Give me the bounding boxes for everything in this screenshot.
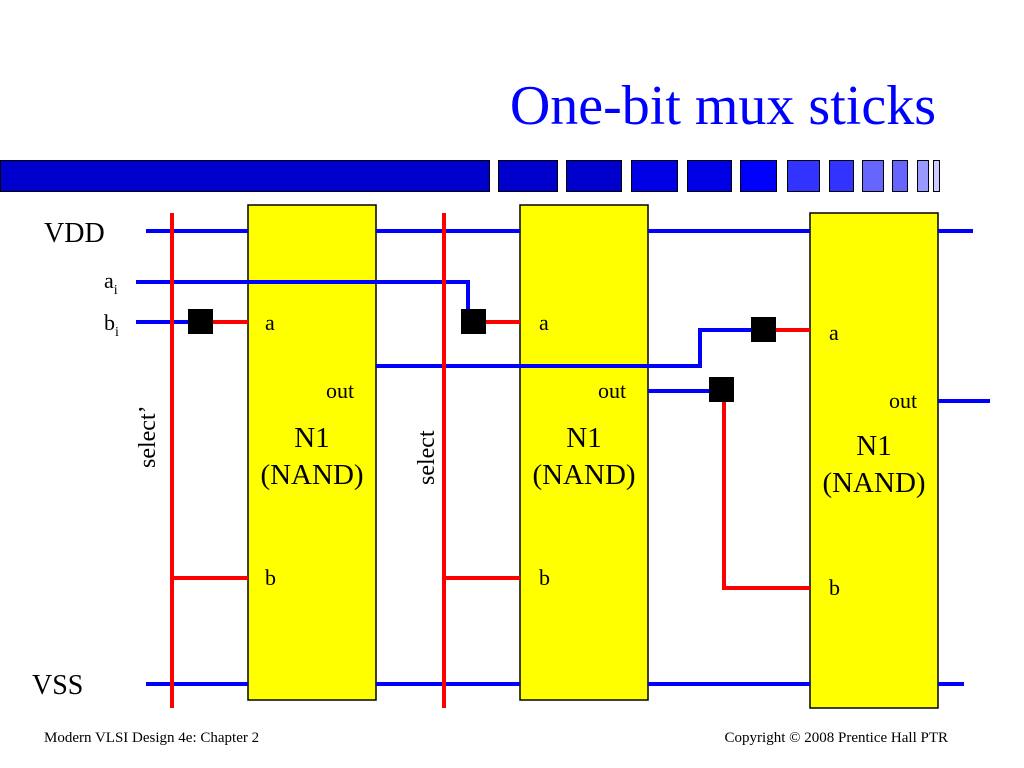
cell-1-pin-a: a	[265, 310, 275, 335]
cell-3-pin-a: a	[829, 320, 839, 345]
input-b-label: bi	[104, 310, 119, 340]
cell-body-2	[519, 204, 649, 701]
cell-2-pin-a: a	[539, 310, 549, 335]
input-a-base: a	[104, 268, 114, 293]
title-bar-segment	[566, 160, 622, 192]
cell-1-name: N1	[294, 422, 329, 454]
cell-1-type: (NAND)	[260, 459, 363, 491]
title-bar-segment	[933, 160, 940, 192]
input-a-wire	[136, 280, 470, 320]
out2-to-n3-b-poly	[722, 391, 810, 590]
cell-2-type: (NAND)	[532, 459, 635, 491]
title-bar-segment	[892, 160, 908, 192]
via-out2	[709, 377, 734, 402]
title-bar-segment	[740, 160, 777, 192]
vss-label: VSS	[32, 670, 83, 701]
cell-3-name: N1	[856, 430, 891, 462]
via-n3-a	[751, 317, 776, 342]
title-decoration-bar	[0, 160, 1024, 194]
cell-3-pin-b: b	[829, 575, 840, 600]
footer-book-title: Modern VLSI Design 4e: Chapter 2	[44, 730, 260, 746]
input-b-base: b	[104, 310, 115, 335]
out1-to-n3-wire	[376, 328, 763, 368]
title-bar-segment	[787, 160, 820, 192]
cell-1-pin-out: out	[326, 378, 354, 403]
cell-1-pin-b: b	[265, 565, 276, 590]
cell-3-type: (NAND)	[822, 467, 925, 499]
title-bar-segment	[0, 160, 490, 192]
vdd-label: VDD	[44, 218, 105, 249]
via-a-input	[461, 309, 486, 334]
via-b-input	[188, 309, 213, 334]
cell-2-pin-out: out	[598, 378, 626, 403]
title-bar-segment	[631, 160, 678, 192]
slide-title: One-bit mux sticks	[509, 75, 936, 137]
title-bar-segment	[687, 160, 732, 192]
cell-2-name: N1	[566, 422, 601, 454]
cell-3-pin-out: out	[889, 388, 917, 413]
cell-body-3	[809, 212, 939, 709]
cell-body-1	[247, 204, 377, 701]
footer-copyright: Copyright © 2008 Prentice Hall PTR	[724, 730, 948, 746]
cell-2-pin-b: b	[539, 565, 550, 590]
title-bar-segment	[917, 160, 929, 192]
input-b-sub: i	[115, 325, 119, 340]
select-label: select	[414, 430, 440, 485]
input-a-sub: i	[114, 283, 118, 298]
input-a-label: ai	[104, 268, 118, 298]
title-bar-segment	[862, 160, 884, 192]
title-bar-segment	[829, 160, 854, 192]
title-bar-segment	[498, 160, 558, 192]
select-bar-label: select’	[135, 405, 161, 468]
